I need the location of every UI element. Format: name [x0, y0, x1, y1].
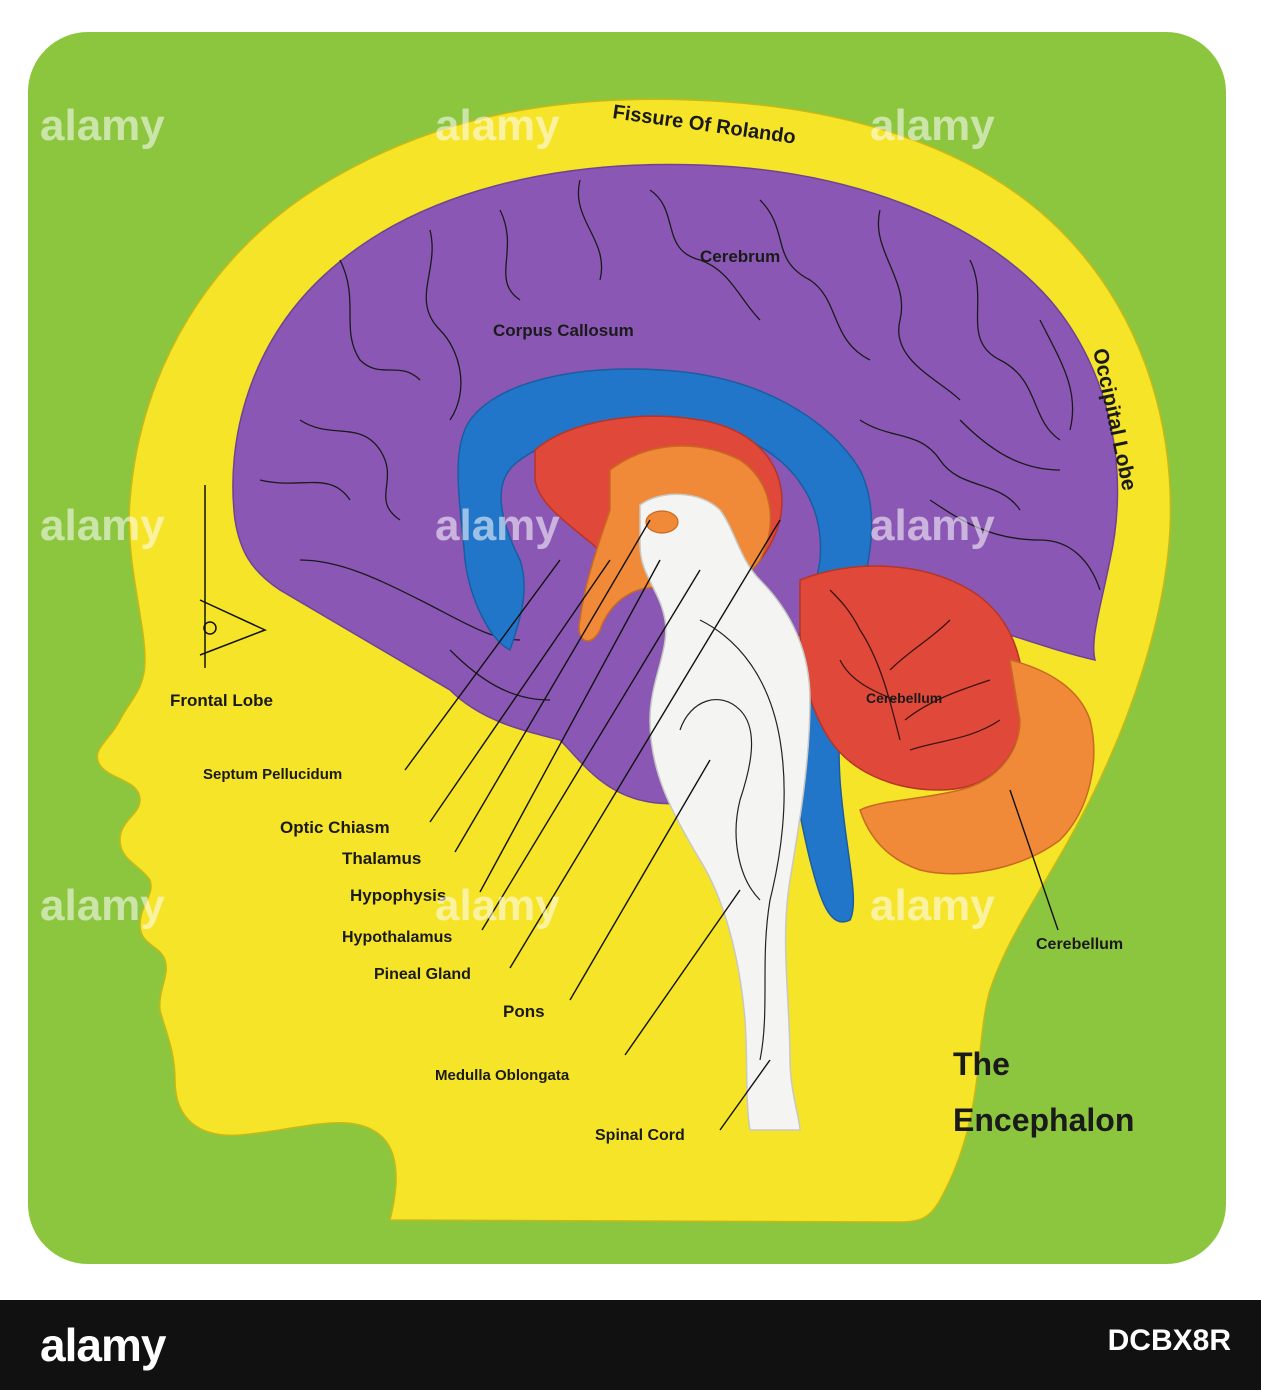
- label-cerebellum-outer: Cerebellum: [1036, 936, 1123, 953]
- label-hypophysis: Hypophysis: [350, 886, 446, 905]
- title-line-2: Encephalon: [953, 1102, 1134, 1138]
- label-spinal-cord: Spinal Cord: [595, 1127, 685, 1144]
- brainstem-lines: [679, 619, 785, 1061]
- watermarks: alamy alamy alamy alamy alamy alamy alam…: [40, 101, 995, 930]
- svg-text:alamy: alamy: [870, 101, 995, 150]
- brainstem-shape: [639, 493, 811, 1131]
- footer-image-id: DCBX8R: [1107, 1324, 1231, 1357]
- label-cerebrum: Cerebrum: [700, 247, 780, 266]
- footer-logo: alamy: [40, 1319, 166, 1371]
- cerebrum-gyri: [259, 179, 1101, 701]
- label-pons: Pons: [503, 1002, 545, 1021]
- cerebellum-outer-shape: [859, 658, 1095, 875]
- label-frontal-lobe: Frontal Lobe: [170, 691, 273, 710]
- label-cerebellum-inner: Cerebellum: [866, 690, 942, 706]
- svg-text:alamy: alamy: [40, 501, 165, 550]
- svg-text:alamy: alamy: [870, 881, 995, 930]
- svg-text:alamy: alamy: [435, 101, 560, 150]
- label-thalamus: Thalamus: [342, 849, 421, 868]
- svg-text:alamy: alamy: [435, 501, 560, 550]
- svg-text:alamy: alamy: [40, 101, 165, 150]
- arbor-vitae: [829, 589, 1001, 751]
- eye-icon: [199, 485, 267, 668]
- label-hypothalamus: Hypothalamus: [342, 929, 452, 946]
- label-septum-pellucidum: Septum Pellucidum: [203, 766, 342, 783]
- footer-bar: alamy DCBX8R: [0, 1300, 1261, 1390]
- label-optic-chiasm: Optic Chiasm: [280, 818, 390, 837]
- leader-lines: [404, 519, 1059, 1131]
- title-line-1: The: [953, 1046, 1010, 1082]
- svg-text:alamy: alamy: [40, 881, 165, 930]
- pineal-hole: [645, 510, 679, 534]
- label-corpus-callosum: Corpus Callosum: [493, 321, 634, 340]
- svg-text:alamy: alamy: [870, 501, 995, 550]
- label-medulla-oblongata: Medulla Oblongata: [435, 1067, 570, 1084]
- svg-text:alamy: alamy: [435, 881, 560, 930]
- label-pineal-gland: Pineal Gland: [374, 966, 471, 983]
